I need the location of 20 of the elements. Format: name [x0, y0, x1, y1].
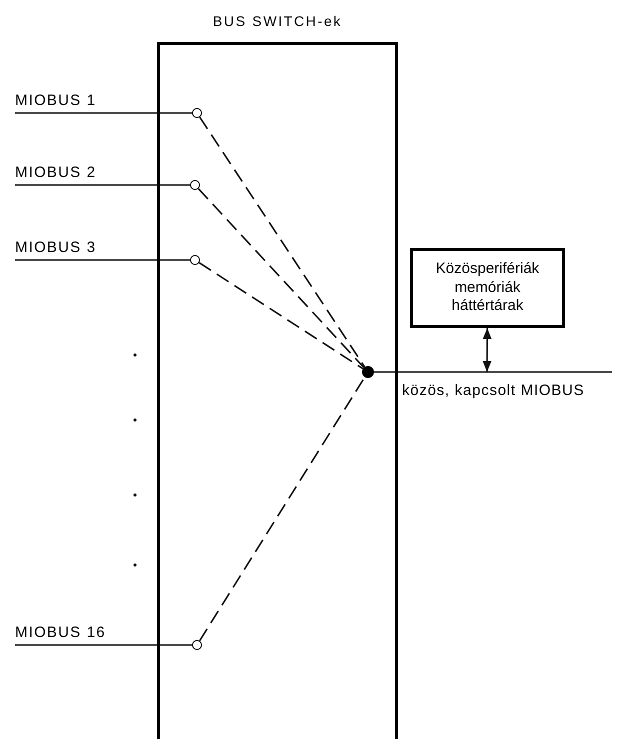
double-arrow: [482, 328, 492, 372]
dashed-connection: [198, 188, 365, 368]
switch-contact: [190, 255, 200, 265]
bus-label: MIOBUS 16: [15, 623, 145, 645]
dashed-connection: [198, 376, 366, 642]
peripheral-box: Közösperifériák memóriák háttértárak: [410, 248, 565, 328]
dashed-connection: [199, 116, 366, 368]
bus-line: [15, 644, 193, 646]
bus-line: [15, 258, 191, 261]
switch-contact: [192, 640, 202, 650]
bus-label: MIOBUS 3: [15, 238, 145, 260]
switch-contact: [190, 180, 200, 190]
bus-label: MIOBUS 2: [15, 163, 145, 185]
switch-contact: [192, 108, 202, 118]
block-title: BUS SWITCH-ek: [212, 12, 344, 31]
bus-line: [15, 184, 191, 186]
dashed-connection: [198, 262, 364, 370]
bus-line: [15, 112, 193, 114]
bus-label: MIOBUS 1: [15, 91, 145, 113]
bus-line: [374, 371, 612, 373]
